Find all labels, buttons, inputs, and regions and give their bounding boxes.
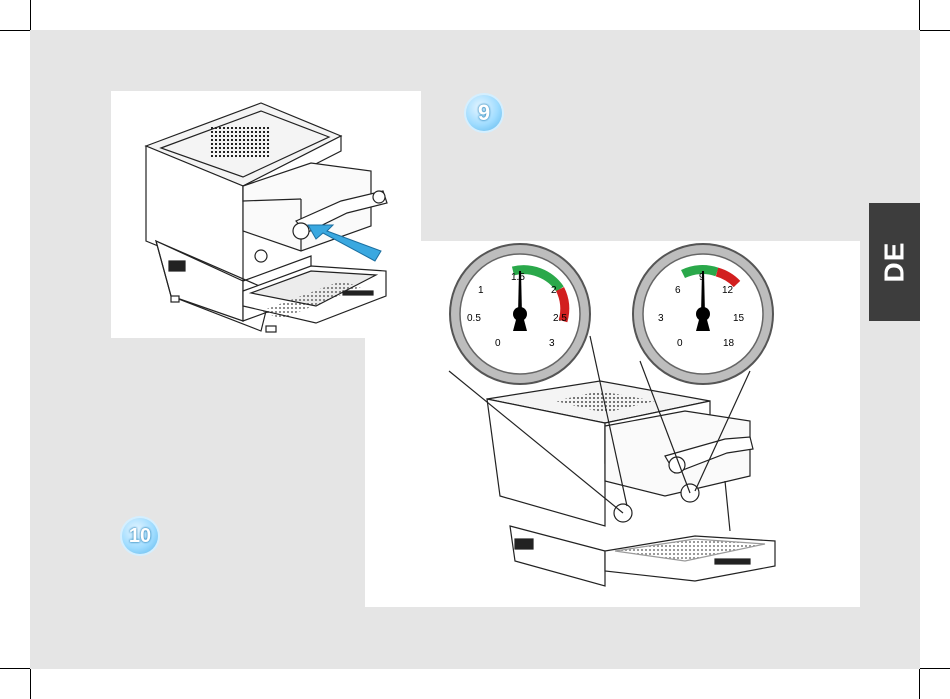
gauge-left-tick-2: 2 <box>551 285 557 296</box>
gauge-right-tick-12: 12 <box>722 285 734 296</box>
gauge-right-tick-18: 18 <box>723 338 735 349</box>
gauge-right-tick-9: 9 <box>699 272 705 283</box>
gauge-right-tick-3: 3 <box>658 313 664 324</box>
step-badge-10: 10 <box>122 518 158 554</box>
gauge-right-tick-0: 0 <box>677 338 683 349</box>
espresso-machine-illustration-right: 0 0.5 1 1.5 2 2.5 3 0 3 6 9 12 15 18 <box>365 241 860 607</box>
gauge-left-tick-0-5: 0.5 <box>467 313 481 324</box>
pressure-gauge-right <box>633 244 773 384</box>
gauge-right-tick-6: 6 <box>675 285 681 296</box>
step-badge-9: 9 <box>466 95 502 131</box>
language-tab-label: DE <box>879 242 911 283</box>
gauge-left-tick-1-5: 1.5 <box>511 272 525 283</box>
gauge-left-tick-2-5: 2.5 <box>553 313 567 324</box>
gauge-left-tick-0: 0 <box>495 338 501 349</box>
gauge-right-tick-15: 15 <box>733 313 745 324</box>
language-tab: DE <box>869 203 920 321</box>
gauge-left-tick-1: 1 <box>478 285 484 296</box>
gauge-left-tick-3: 3 <box>549 338 555 349</box>
